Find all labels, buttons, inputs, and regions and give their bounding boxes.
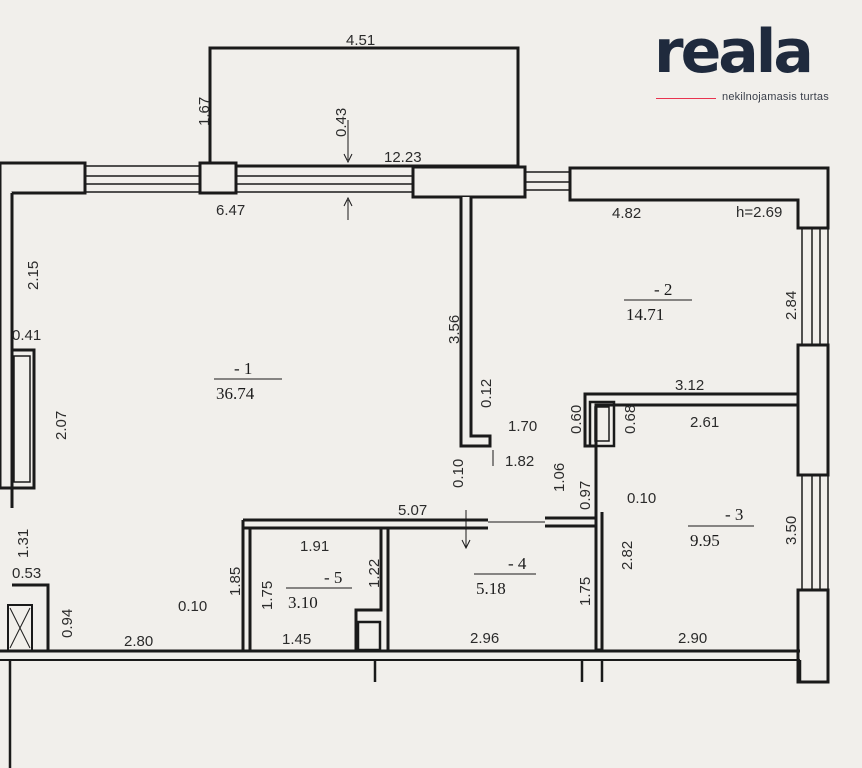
wall-3-left: [594, 446, 604, 652]
partition-2-3: [583, 392, 800, 448]
dim-312: 3.12: [675, 377, 704, 394]
dim-356: 3.56: [446, 315, 463, 344]
dim-145: 1.45: [282, 631, 311, 648]
ceiling-height: h=2.69: [736, 204, 782, 221]
wall-5-left: [241, 520, 252, 650]
dim-131: 1.31: [15, 529, 32, 558]
dim-167: 1.67: [196, 97, 213, 126]
right-window-upper: [801, 228, 829, 345]
right-wall-low: [796, 588, 830, 684]
room-1-area: 36.74: [216, 384, 255, 403]
dim-451: 4.51: [346, 32, 375, 49]
right-wall-mid: [796, 343, 830, 477]
dim-1223: 12.23: [384, 149, 422, 166]
dim-053: 0.53: [12, 565, 41, 582]
dim-041: 0.41: [12, 327, 41, 344]
dim-170: 1.70: [508, 418, 537, 435]
room-5-label: - 5 3.10: [286, 568, 352, 612]
dim-284: 2.84: [783, 291, 800, 320]
top-wall-left: [0, 161, 87, 195]
dim-097: 0.97: [577, 481, 594, 510]
room-5-number: - 5: [324, 568, 342, 587]
dim-191: 1.91: [300, 538, 329, 555]
top-wall-mid: [411, 165, 527, 199]
dim-068: 0.68: [622, 405, 639, 434]
dim-482: 4.82: [612, 205, 641, 222]
reala-logo: reala nekilnojamasis turtas: [650, 22, 840, 108]
wall-5-top: [243, 518, 488, 530]
left-wall-lower: [10, 488, 50, 650]
dim-010a: 0.10: [450, 459, 467, 488]
room-1-label: - 1 36.74: [214, 359, 282, 403]
dim-215: 2.15: [25, 261, 42, 290]
dim-261: 2.61: [690, 414, 719, 431]
dim-010c: 0.10: [178, 598, 207, 615]
logo-divider: [656, 98, 716, 99]
dim-182: 1.82: [505, 453, 534, 470]
dim-010b: 0.10: [627, 490, 656, 507]
room-4-label: - 4 5.18: [474, 554, 536, 598]
right-window-lower: [801, 475, 829, 592]
dim-350: 3.50: [783, 516, 800, 545]
room-4-area: 5.18: [476, 579, 506, 598]
dim-175a: 1.75: [259, 581, 276, 610]
dim-106: 1.06: [551, 463, 568, 492]
dim-175b: 1.75: [577, 577, 594, 606]
dim-296: 2.96: [470, 630, 499, 647]
room-5-area: 3.10: [288, 593, 318, 612]
dim-012: 0.12: [478, 379, 495, 408]
partition-1-2: [459, 197, 492, 448]
dim-280: 2.80: [124, 633, 153, 650]
room-3-number: - 3: [725, 505, 743, 524]
balcony-outline: [208, 46, 520, 168]
dim-094: 0.94: [59, 609, 76, 638]
left-door-cross: [9, 607, 31, 649]
shaft-5: [356, 620, 382, 652]
logo-tagline: nekilnojamasis turtas: [722, 91, 829, 103]
wall-4-top: [545, 516, 596, 528]
top-window: [85, 165, 415, 193]
left-niche: [10, 348, 36, 490]
left-niche-inner: [13, 355, 31, 483]
dim-043: 0.43: [333, 108, 350, 137]
room-3-label: - 3 9.95: [688, 505, 754, 550]
duct-inner: [594, 406, 610, 442]
dim-647: 6.47: [216, 202, 245, 219]
dim-185: 1.85: [227, 567, 244, 596]
top-wall-right: [568, 166, 830, 230]
dim-060: 0.60: [568, 405, 585, 434]
logo-wordmark: reala: [654, 17, 814, 87]
dim-043-marker: [343, 120, 353, 220]
dim-507: 5.07: [398, 502, 427, 519]
room-2-number: - 2: [654, 280, 672, 299]
wall-5-right: [354, 528, 390, 650]
room-1-number: - 1: [234, 359, 252, 378]
dim-290: 2.90: [678, 630, 707, 647]
dim-010a-marker: [461, 510, 471, 550]
duct: [588, 400, 616, 448]
room-2-label: - 2 14.71: [624, 280, 692, 324]
column-top: [198, 161, 238, 195]
top-window-right: [525, 171, 572, 191]
dim-122: 1.22: [366, 559, 383, 588]
dim-282: 2.82: [619, 541, 636, 570]
dim-207: 2.07: [53, 411, 70, 440]
left-wall-upper: [0, 163, 14, 490]
room-3-area: 9.95: [690, 531, 720, 550]
room-4-number: - 4: [508, 554, 527, 573]
bottom-lower-walls: [8, 660, 802, 768]
room-2-area: 14.71: [626, 305, 664, 324]
